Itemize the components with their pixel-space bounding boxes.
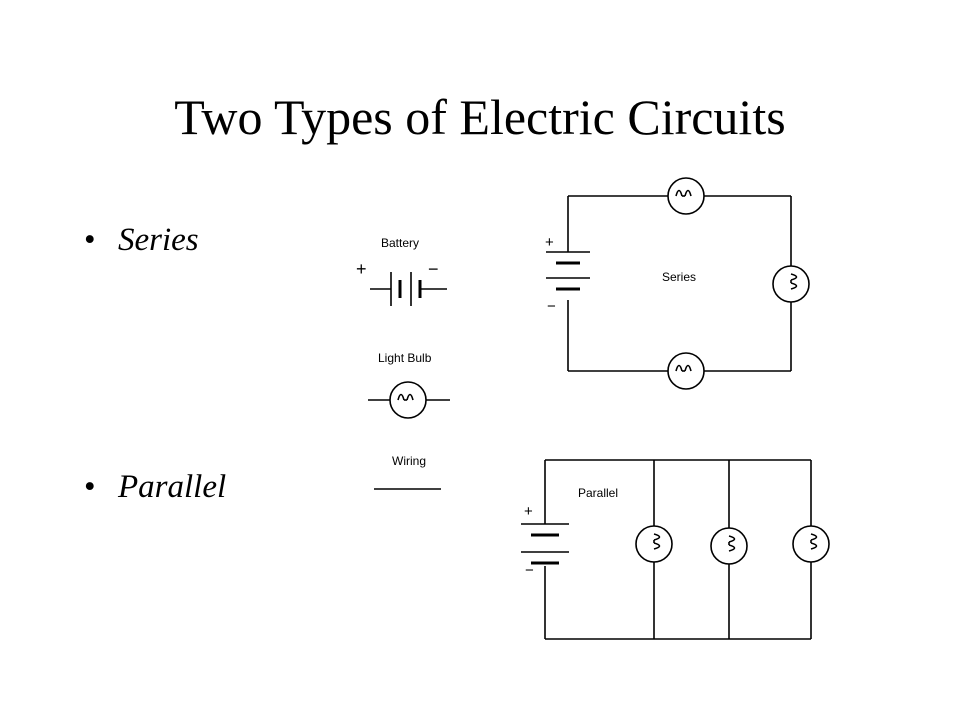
legend-wiring-label: Wiring <box>392 454 426 468</box>
parallel-circuit <box>521 459 830 640</box>
series-circuit <box>546 177 810 390</box>
parallel-bulb-1 <box>635 525 673 563</box>
bullet-dot: • <box>84 222 96 258</box>
bullet-parallel-label: Parallel <box>118 469 227 505</box>
legend-minus-sign: − <box>428 259 439 279</box>
series-circuit-label: Series <box>662 270 696 284</box>
bullet-series: • Series <box>84 224 199 257</box>
series-bulb-right <box>772 265 810 303</box>
parallel-circuit-label: Parallel <box>578 486 618 500</box>
legend-bulb-label: Light Bulb <box>378 351 432 365</box>
parallel-plus-sign: + <box>524 503 533 520</box>
series-plus-sign: + <box>545 234 554 251</box>
parallel-bulb-2 <box>710 527 748 565</box>
legend-battery-symbol <box>370 272 447 306</box>
bullet-parallel: • Parallel <box>84 471 226 504</box>
series-minus-sign: − <box>547 298 556 315</box>
parallel-bulb-3 <box>792 525 830 563</box>
parallel-minus-sign: − <box>525 562 534 579</box>
bullet-dot: • <box>84 469 96 505</box>
series-bulb-top <box>667 177 705 215</box>
bullet-series-label: Series <box>118 222 199 258</box>
series-bulb-bottom <box>667 352 705 390</box>
slide-title: Two Types of Electric Circuits <box>174 89 786 145</box>
legend-plus-sign: + <box>356 259 367 279</box>
legend-battery-label: Battery <box>381 236 419 250</box>
legend-bulb-symbol <box>368 381 450 419</box>
